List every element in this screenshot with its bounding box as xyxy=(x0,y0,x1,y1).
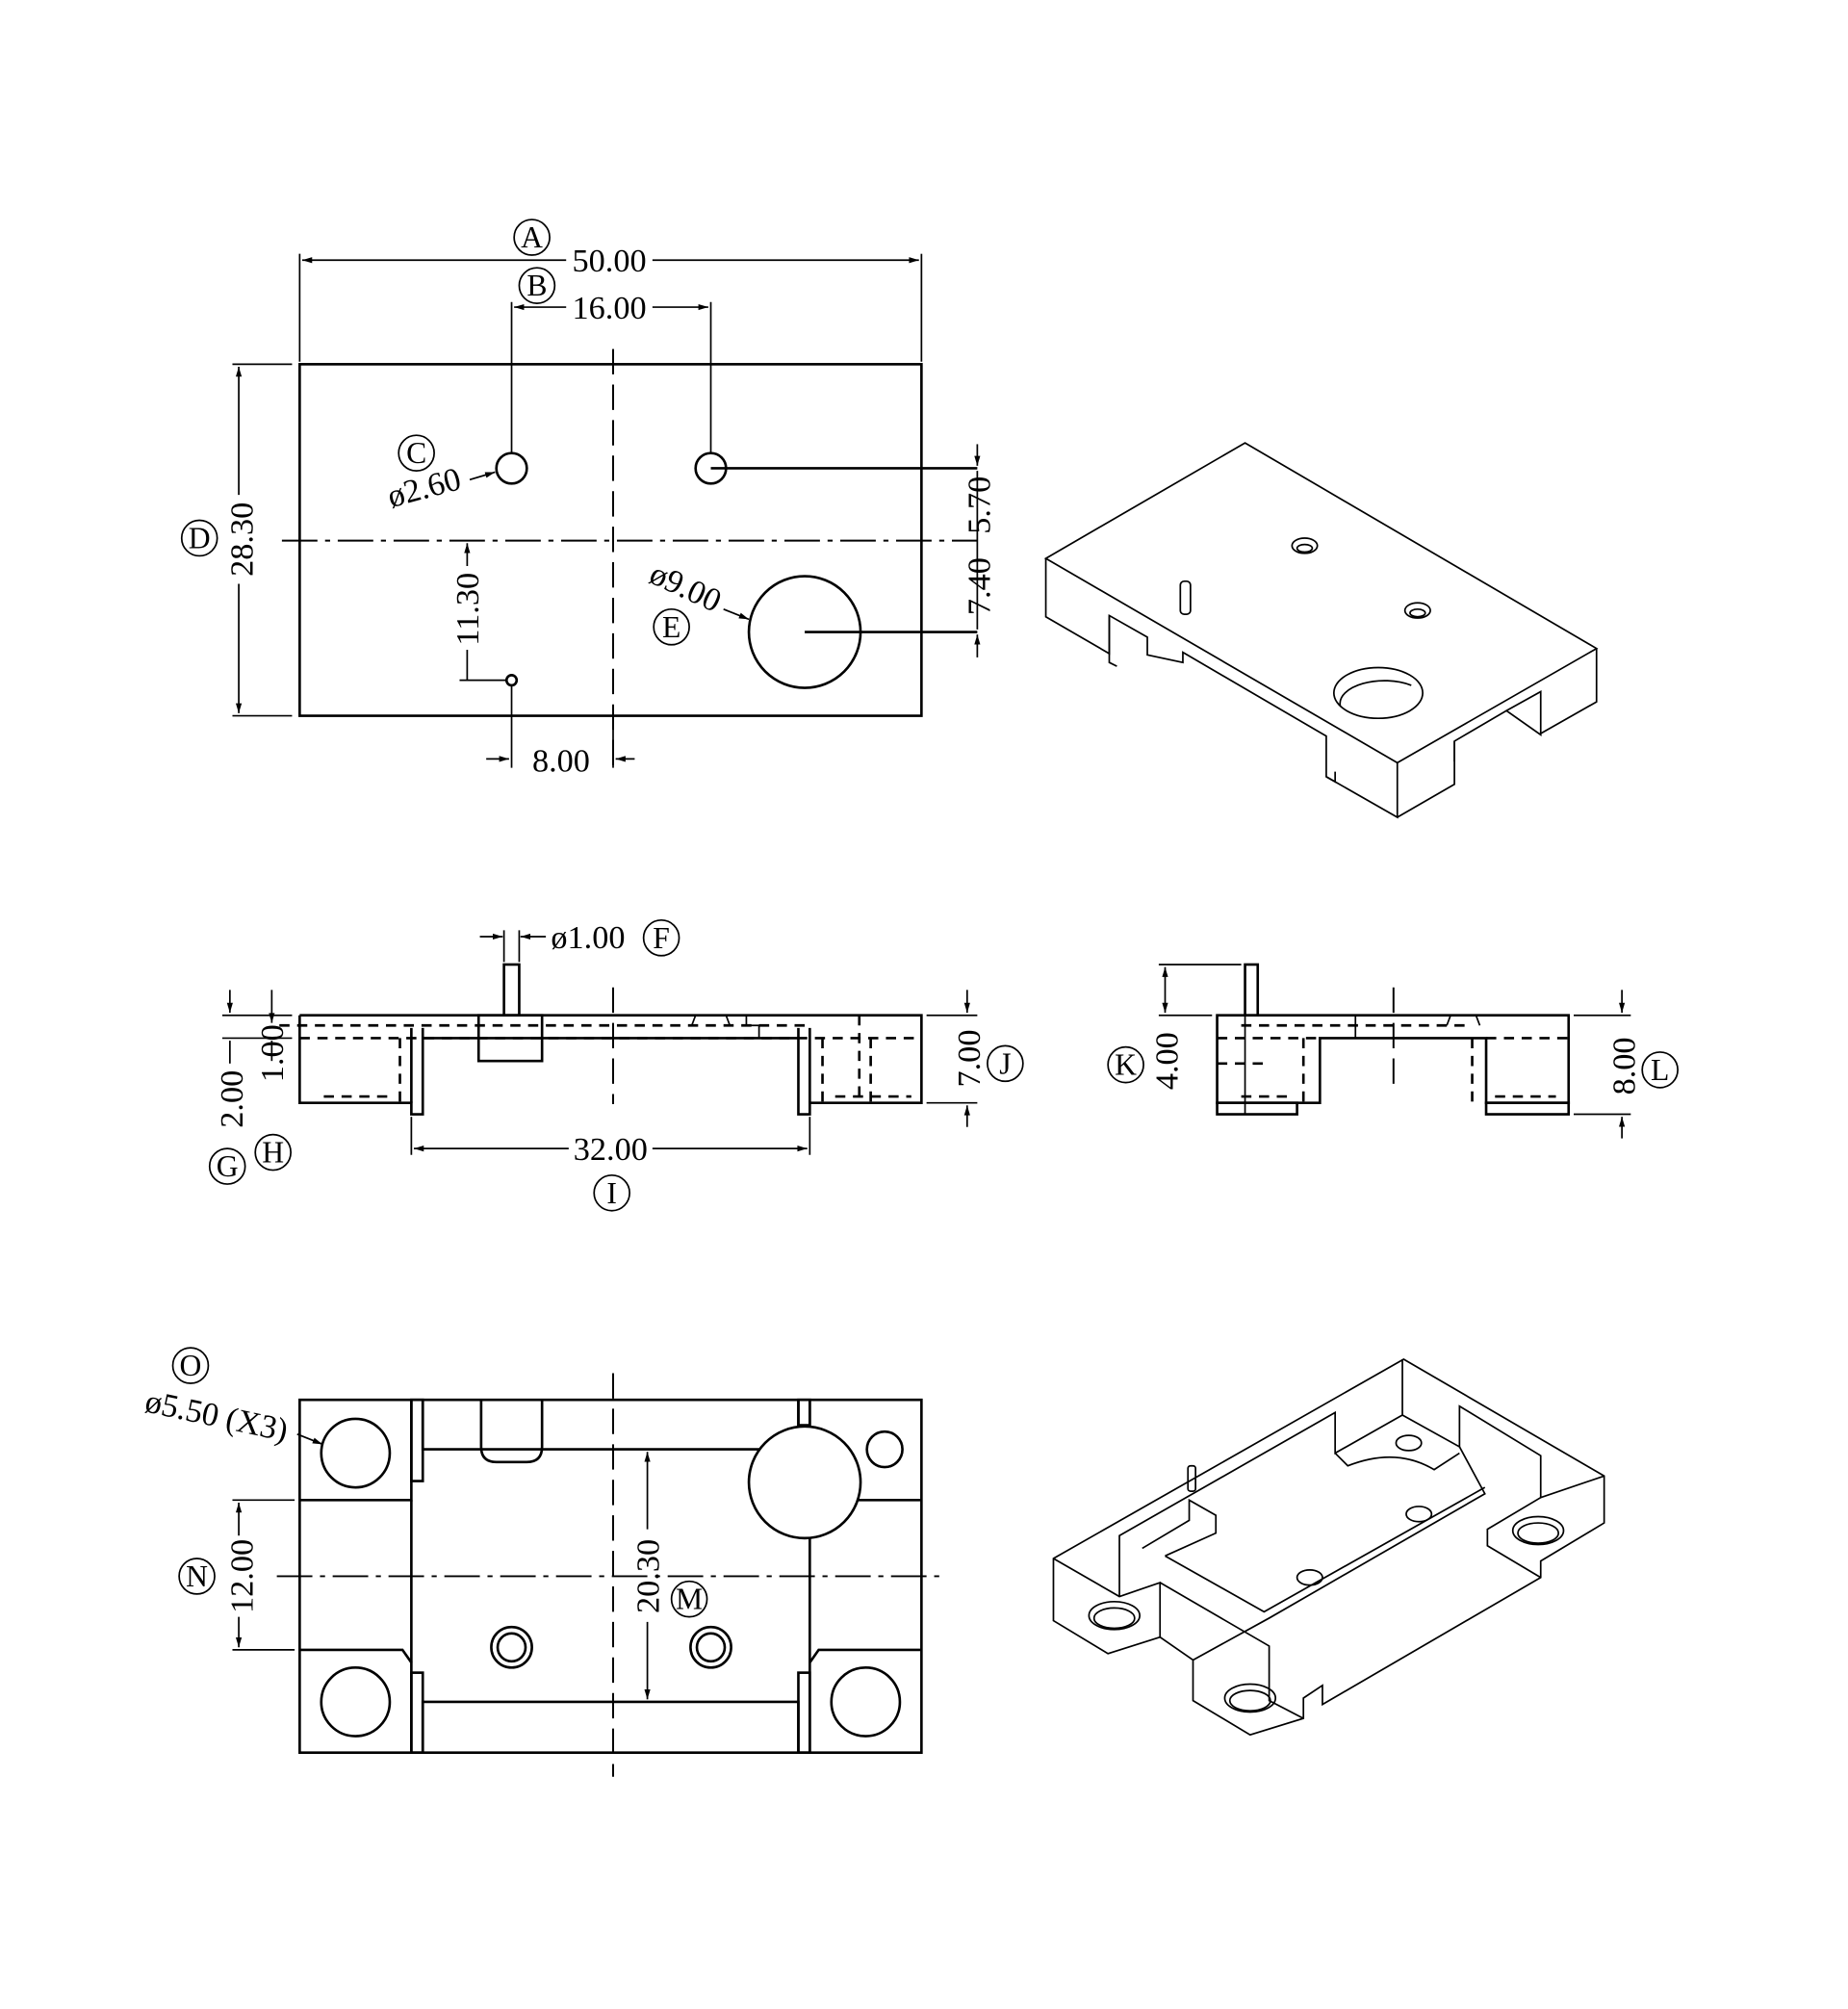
dim-O-letter: O xyxy=(180,1349,202,1382)
dim-J-letter: J xyxy=(999,1046,1011,1080)
dim-I-letter: I xyxy=(606,1176,617,1210)
top-view: 50.00 A 16.00 B C ø2.60 28.30 D 11.30 8.… xyxy=(180,219,998,780)
pin-hole xyxy=(495,451,528,485)
dim-H-value: 1.00 xyxy=(254,1024,291,1082)
dim-F-letter: F xyxy=(653,921,670,955)
small-hole xyxy=(504,674,519,687)
dim-D-letter: D xyxy=(189,521,211,554)
dim-5-70: 5.70 xyxy=(962,476,998,534)
dim-N-letter: N xyxy=(186,1559,208,1593)
dim-M-letter: M xyxy=(676,1583,703,1616)
dim-H-letter: H xyxy=(262,1136,284,1170)
dim-I-value: 32.00 xyxy=(574,1131,648,1168)
dim-E-letter: E xyxy=(662,610,680,644)
dim-E-value: ø9.00 xyxy=(644,555,727,620)
dim-G-letter: G xyxy=(217,1149,239,1183)
dim-F-value: ø1.00 xyxy=(551,919,625,956)
isometric-view-bottom xyxy=(1052,1357,1605,1737)
dim-A-value: 50.00 xyxy=(572,243,646,279)
dim-G-value: 2.00 xyxy=(214,1070,250,1128)
dim-L-value: 8.00 xyxy=(1605,1037,1642,1095)
dim-O-value: ø5.50 (X3) xyxy=(142,1383,292,1449)
dim-11-30: 11.30 xyxy=(449,573,486,646)
side-view: 4.00 K 8.00 L xyxy=(1107,963,1679,1139)
dim-C-value: ø2.60 xyxy=(384,460,465,515)
dim-N-value: 12.00 xyxy=(224,1539,261,1613)
dim-B-letter: B xyxy=(526,269,547,302)
dim-A-letter: A xyxy=(521,220,543,254)
dim-L-letter: L xyxy=(1651,1053,1669,1087)
dim-B-value: 16.00 xyxy=(572,290,646,326)
dim-K-letter: K xyxy=(1115,1048,1137,1082)
dim-M-value: 20.30 xyxy=(629,1539,666,1613)
dim-7-40: 7.40 xyxy=(962,557,998,615)
dim-J-value: 7.00 xyxy=(951,1030,988,1088)
dim-C-letter: C xyxy=(406,436,426,470)
front-view: ø1.00 F 2.00 1.00 G H 32.00 I 7.00 J xyxy=(208,919,1024,1212)
bottom-view: O ø5.50 (X3) 12.00 N 20.30 M xyxy=(142,1347,939,1777)
dim-K-value: 4.00 xyxy=(1149,1032,1186,1090)
dim-D-value: 28.30 xyxy=(224,502,261,577)
dim-8-00: 8.00 xyxy=(532,743,590,780)
isometric-view-top xyxy=(1043,442,1599,819)
